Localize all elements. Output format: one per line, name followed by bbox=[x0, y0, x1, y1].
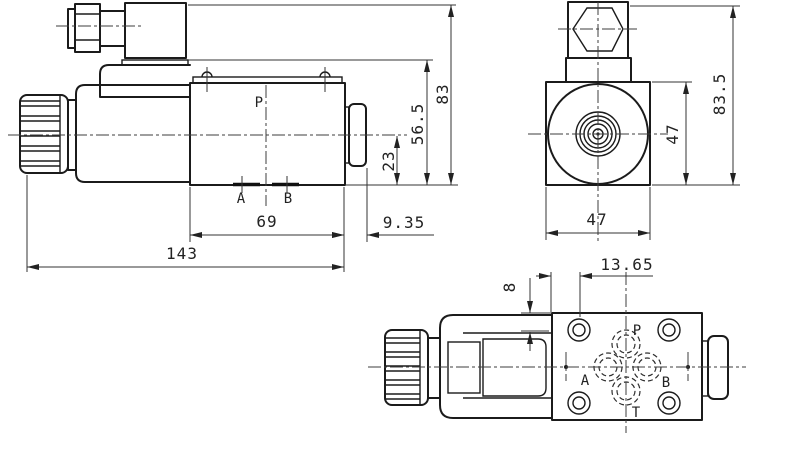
hex-nut bbox=[572, 7, 624, 52]
dim-body-height: 47 bbox=[663, 123, 682, 144]
dim-overall-length: 143 bbox=[166, 244, 198, 263]
front-view-dimensions bbox=[26, 4, 458, 272]
bottom-view-centerlines bbox=[368, 272, 746, 433]
port-label-p: P bbox=[255, 95, 263, 111]
dim-coil-top-height: 56.5 bbox=[408, 103, 427, 146]
side-view: 47 47 83.5 bbox=[528, 1, 740, 243]
solenoid-coil bbox=[75, 84, 191, 183]
port-label-a: A bbox=[237, 191, 246, 207]
dim-port-boss-width: 9.35 bbox=[383, 213, 426, 232]
bolt-holes bbox=[567, 318, 681, 415]
coil-top-block bbox=[99, 64, 191, 98]
dim-axis-to-base: 23 bbox=[379, 150, 398, 171]
port-label-a-bottom: A bbox=[581, 373, 590, 389]
dim-side-overall-height: 83.5 bbox=[710, 73, 729, 116]
port-label-b: B bbox=[284, 191, 292, 207]
gland-cap bbox=[67, 8, 76, 49]
knurl-lines-bottom bbox=[386, 337, 420, 400]
coil-slug bbox=[482, 338, 547, 397]
front-view: 23 56.5 83 69 9.35 143 P A B bbox=[8, 2, 458, 272]
valve-body bbox=[189, 82, 346, 186]
connector-flange bbox=[121, 59, 189, 66]
knob-collar-bottom bbox=[427, 337, 441, 399]
front-view-centerlines bbox=[8, 25, 407, 206]
knurl-lines bbox=[21, 100, 60, 167]
port-label-b-bottom: B bbox=[662, 375, 670, 391]
dim-overall-height: 83 bbox=[433, 83, 452, 104]
dim-body-width: 47 bbox=[586, 210, 607, 229]
cable-gland-nut bbox=[74, 3, 101, 53]
side-view-centerlines bbox=[528, 2, 668, 243]
dim-bolt-hole-offset-y: 8 bbox=[500, 282, 519, 293]
nameplate bbox=[192, 76, 343, 84]
gland-neck bbox=[99, 10, 126, 47]
port-label-p-bottom: P bbox=[633, 323, 641, 339]
bottom-view: 13.65 8 P A B T bbox=[368, 255, 746, 433]
din-connector-box bbox=[124, 2, 187, 59]
port-label-t-bottom: T bbox=[632, 405, 641, 421]
bottom-view-dimensions bbox=[521, 272, 653, 351]
front-view-outline bbox=[19, 2, 367, 187]
dim-bolt-hole-offset-x: 13.65 bbox=[600, 255, 653, 274]
side-view-dimensions bbox=[545, 5, 740, 240]
dim-body-length: 69 bbox=[256, 212, 277, 231]
